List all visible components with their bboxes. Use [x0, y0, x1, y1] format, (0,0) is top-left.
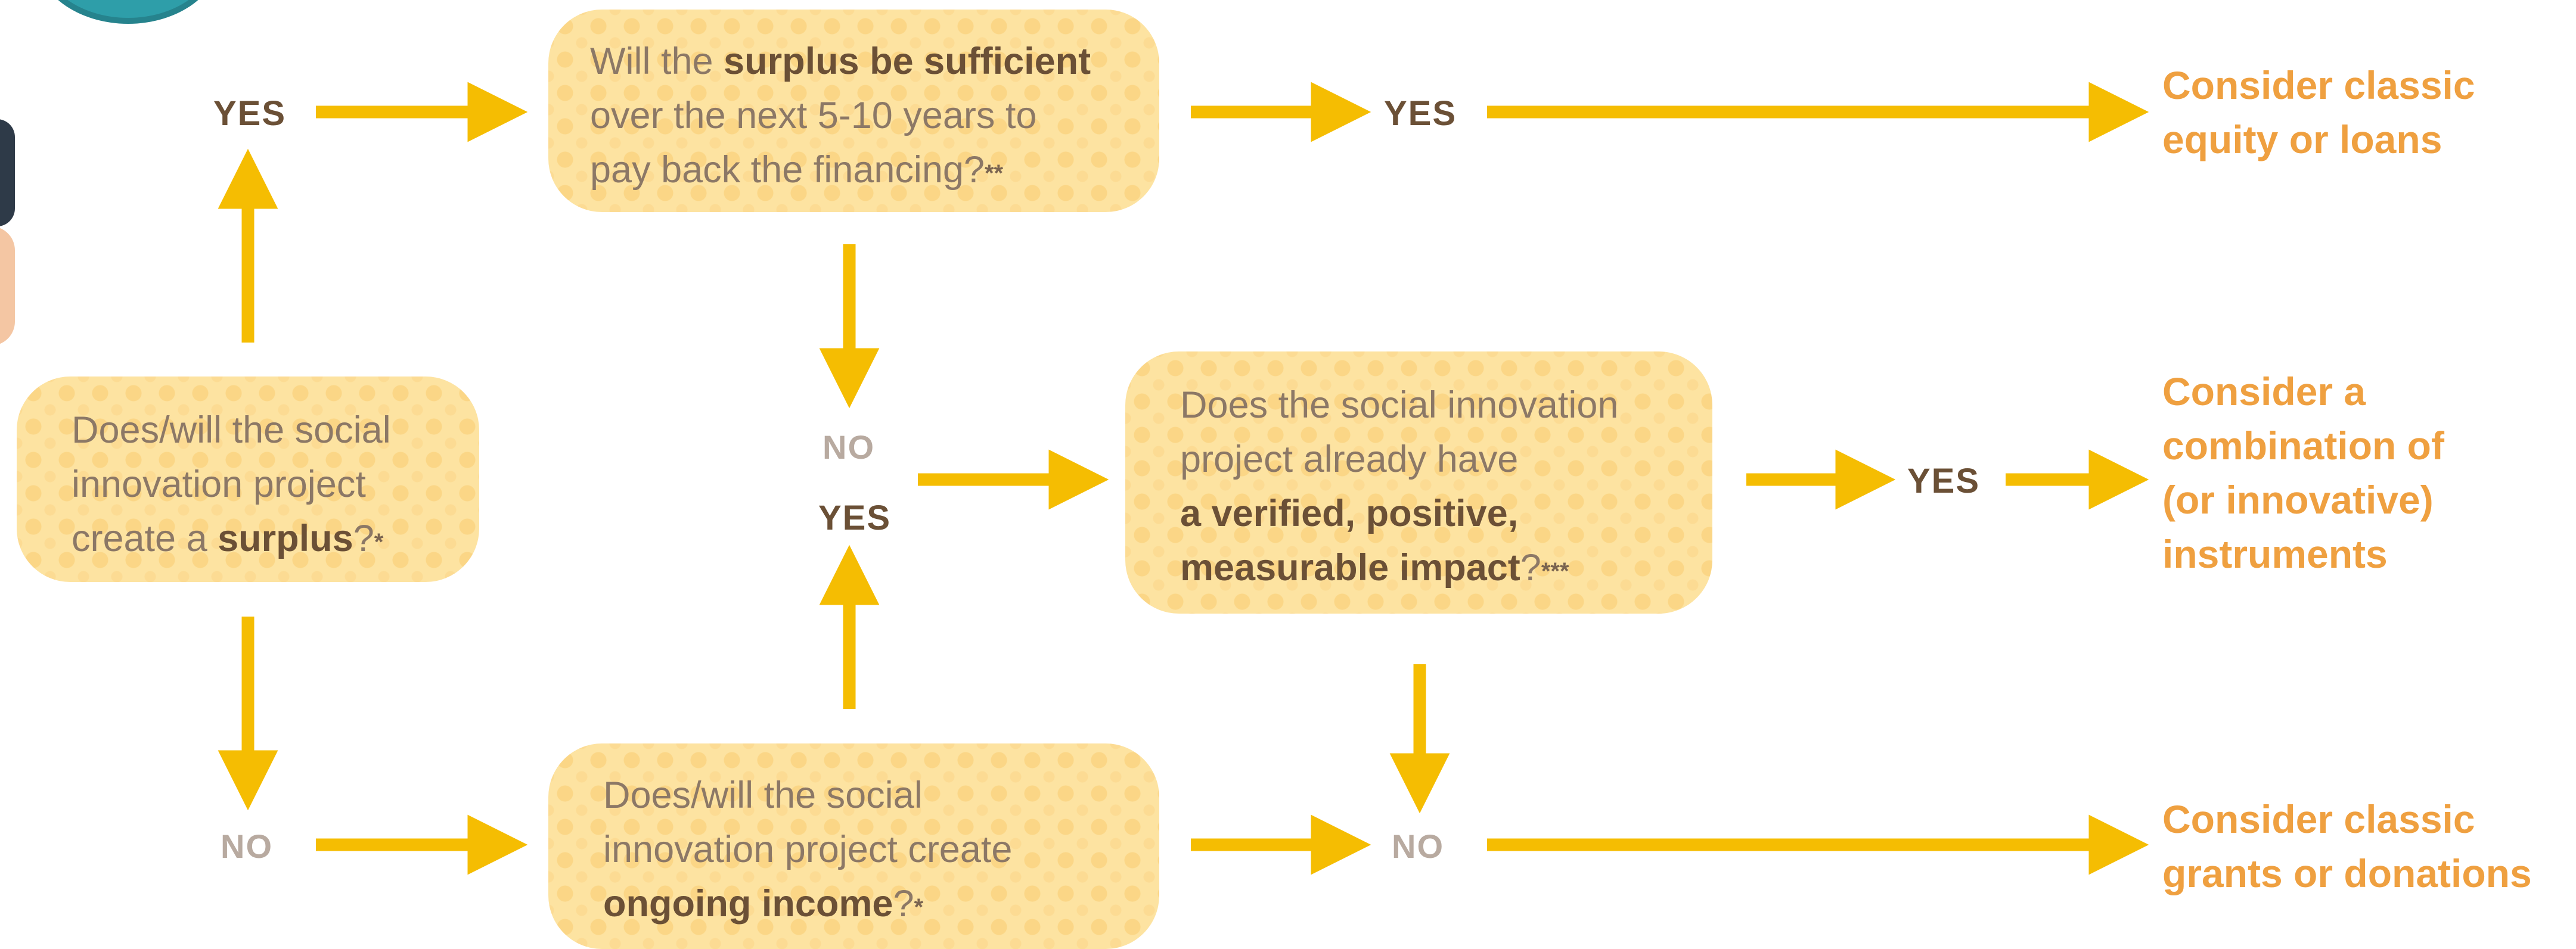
outcome-line: Consider classic [2162, 797, 2475, 841]
outcome-classic-equity-or-loans: Consider classic equity or loans [2162, 58, 2475, 167]
keyword-surplus: surplus [218, 518, 353, 559]
label-no-surplus: NO [221, 827, 273, 865]
footnote-marker: * [374, 529, 384, 555]
question-line: create a surplus?* [72, 512, 479, 570]
character-hand-illustration [0, 226, 15, 346]
question-line: innovation project [72, 463, 366, 505]
question-mark: ? [893, 883, 914, 925]
question-line: Does/will the social [603, 774, 923, 816]
keyword-ongoing-income: ongoing income [603, 883, 893, 925]
text-segment: pay back the financing? [590, 149, 985, 191]
footnote-marker: *** [1541, 558, 1569, 584]
question-line: innovation project create [603, 829, 1013, 870]
question-line: measurable impact?*** [1180, 541, 1712, 599]
keyword-surplus-sufficient: surplus be sufficient [724, 41, 1091, 82]
label-yes-income: YES [818, 499, 892, 537]
text-segment: create a [72, 518, 218, 559]
question-line: over the next 5-10 years to [590, 95, 1037, 136]
question-line: a verified, positive, [1180, 487, 1712, 541]
label-yes-impact: YES [1907, 462, 1981, 500]
question-verified-impact: Does the social innovation project alrea… [1125, 351, 1712, 614]
outcome-combination-of-instruments: Consider a combination of (or innovative… [2162, 365, 2444, 581]
outcome-line: Consider a [2162, 369, 2366, 413]
outcome-line: equity or loans [2162, 117, 2442, 161]
keyword-verified-positive: a verified, positive, [1180, 493, 1519, 534]
keyword-measurable-impact: measurable impact [1180, 547, 1520, 589]
question-surplus-sufficient: Will the surplus be sufficient over the … [548, 10, 1159, 212]
footnote-marker: * [914, 894, 924, 920]
footnote-marker: ** [984, 160, 1004, 186]
question-line: Will the surplus be sufficient [590, 35, 1159, 89]
character-body-illustration [0, 119, 15, 226]
outcome-line: Consider classic [2162, 63, 2475, 107]
label-yes-sufficient: YES [1384, 94, 1457, 133]
outcome-line: instruments [2162, 532, 2388, 576]
question-create-surplus: Does/will the social innovation project … [17, 377, 479, 582]
outcome-classic-grants-or-donations: Consider classic grants or donations [2162, 792, 2532, 901]
outcome-line: combination of [2162, 424, 2444, 468]
outcome-line: (or innovative) [2162, 478, 2434, 522]
question-ongoing-income: Does/will the social innovation project … [548, 743, 1159, 949]
text-segment: Will the [590, 41, 724, 82]
label-no-impact: NO [1392, 827, 1444, 865]
label-yes-surplus: YES [213, 94, 287, 133]
question-line: project already have [1180, 438, 1519, 480]
label-no-sufficient: NO [823, 428, 875, 466]
question-mark: ? [1520, 547, 1541, 589]
question-line: pay back the financing?** [590, 143, 1159, 201]
question-mark: ? [353, 518, 374, 559]
question-line: Does the social innovation [1180, 384, 1619, 426]
question-line: Does/will the social [72, 409, 391, 451]
outcome-line: grants or donations [2162, 851, 2532, 895]
question-line: ongoing income?* [603, 877, 1159, 935]
